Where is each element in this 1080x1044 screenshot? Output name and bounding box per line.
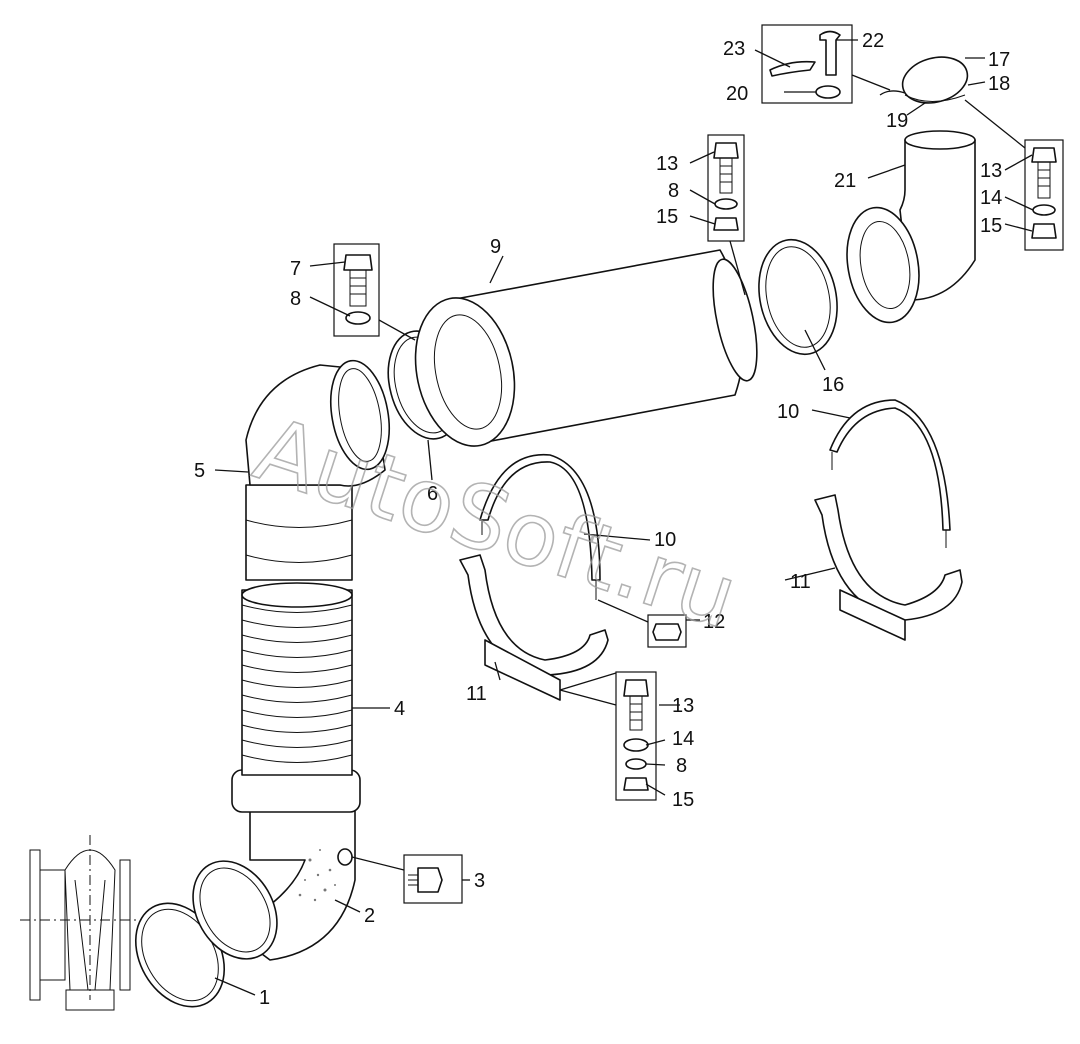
part-11-bracket-right [814, 494, 963, 641]
part-12-nut-box [597, 599, 687, 648]
callout-18: 18 [988, 73, 1010, 95]
leader-lines [214, 39, 1034, 996]
part-21-outlet [846, 130, 976, 324]
callout-5: 5 [194, 460, 205, 482]
callout-13-top: 13 [656, 153, 678, 175]
callout-10-middle: 10 [654, 529, 676, 551]
side-view-inset [20, 835, 140, 1011]
callout-4: 4 [394, 698, 405, 720]
callout-8-top: 8 [668, 180, 679, 202]
callout-14-right: 14 [980, 187, 1002, 209]
callout-2: 2 [364, 905, 375, 927]
callout-20: 20 [726, 83, 748, 105]
callout-14-bottom: 14 [672, 728, 694, 750]
callout-23: 23 [723, 38, 745, 60]
callout-3: 3 [474, 870, 485, 892]
callout-8-bottom: 8 [676, 755, 687, 777]
bolt-box-right [964, 99, 1064, 251]
bolt-box-top-middle [707, 134, 746, 296]
callout-7: 7 [290, 258, 301, 280]
part-4-hose [241, 582, 353, 776]
part-2-elbow [192, 769, 361, 961]
callout-17: 17 [988, 49, 1010, 71]
part-11-bracket-middle [459, 554, 609, 701]
callout-16: 16 [822, 374, 844, 396]
callout-13-right: 13 [980, 160, 1002, 182]
callout-22: 22 [862, 30, 884, 52]
callout-6: 6 [427, 483, 438, 505]
pin-box-top [761, 24, 891, 104]
callout-1: 1 [259, 987, 270, 1009]
part-7-bolt-box [333, 243, 416, 341]
part-3-plug [351, 854, 463, 904]
rust-texture [298, 849, 336, 902]
bolt-box-bottom [559, 671, 657, 801]
part-17-cap [879, 56, 969, 104]
callout-10-right: 10 [777, 401, 799, 423]
callout-12: 12 [703, 611, 725, 633]
part-5-elbow [245, 359, 390, 581]
callout-15-bottom: 15 [672, 789, 694, 811]
part-16-gasket [758, 238, 838, 356]
callout-9: 9 [490, 236, 501, 258]
callout-11-middle: 11 [466, 683, 487, 705]
part-10-strap-middle [479, 453, 601, 600]
callout-11-right: 11 [790, 571, 811, 593]
callout-15-top: 15 [656, 206, 678, 228]
callout-8-left: 8 [290, 288, 301, 310]
callout-21: 21 [834, 170, 856, 192]
callout-labels: 1 2 3 4 5 6 7 8 8 8 9 10 10 11 11 12 13 … [194, 30, 1010, 1009]
callout-15-right: 15 [980, 215, 1002, 237]
callout-19: 19 [886, 110, 908, 132]
callout-13-bottom: 13 [672, 695, 694, 717]
part-9-filter-body [414, 249, 758, 447]
part-10-strap-right [829, 399, 951, 548]
